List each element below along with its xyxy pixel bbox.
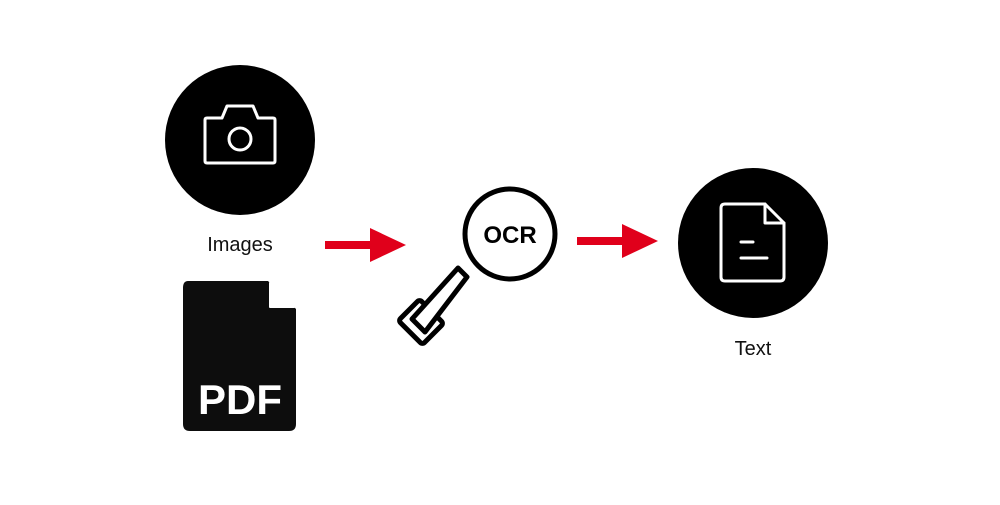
magnifier-icon: OCR bbox=[397, 186, 558, 346]
images-circle bbox=[165, 65, 315, 215]
text-label: Text bbox=[734, 338, 772, 360]
images-label: Images bbox=[207, 234, 273, 256]
pdf-file-icon: PDF bbox=[183, 281, 296, 431]
arrow-right-icon bbox=[325, 228, 406, 262]
pdf-label: PDF bbox=[198, 376, 282, 423]
images-node bbox=[165, 65, 315, 215]
text-node bbox=[678, 168, 828, 318]
arrow-right-icon bbox=[577, 224, 658, 258]
ocr-label: OCR bbox=[483, 222, 536, 249]
document-icon bbox=[719, 202, 786, 283]
camera-icon bbox=[203, 104, 277, 165]
